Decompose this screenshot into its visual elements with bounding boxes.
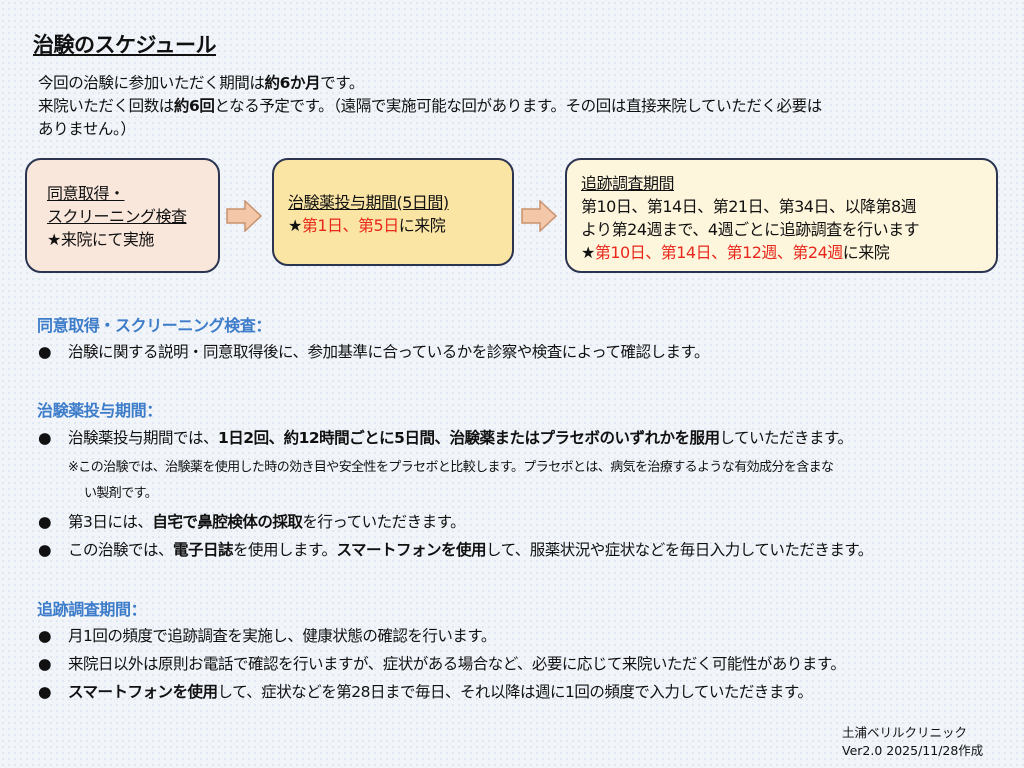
note-text: ※この治験では、治験薬を使用した時の効き目や安全性をプラセボと比較します。プラセ… bbox=[68, 456, 834, 475]
step-detail: 第10日、第14日、第21日、第34日、以降第8週 bbox=[581, 195, 996, 218]
text: この治験では、 bbox=[68, 541, 174, 559]
arrow-right-icon bbox=[226, 200, 262, 232]
bullet-item: ● 第3日には、自宅で鼻腔検体の採取を行っていただきます。 bbox=[38, 510, 466, 532]
highlight-text: 第1日、第5日 bbox=[301, 216, 399, 235]
bullet-icon: ● bbox=[38, 683, 52, 701]
bold-text: 約6か月 bbox=[264, 74, 321, 92]
text: 第3日には、 bbox=[68, 513, 153, 531]
text: より第24週まで、4週ごとに追跡調査を行います bbox=[581, 220, 920, 239]
bullet-item: ● 治験薬投与期間では、1日2回、約12時間ごとに5日間、治験薬またはプラセボのい… bbox=[38, 426, 853, 448]
text: して、服薬状況や症状などを毎日入力していただきます。 bbox=[486, 541, 873, 559]
text: となる予定です。（遠隔で実施可能な回があります。その回は直接来院していただく必要… bbox=[214, 97, 823, 115]
bullet-item: ● 治験に関する説明・同意取得後に、参加基準に合っているかを診察や検査によって確認… bbox=[38, 340, 709, 362]
highlight-text: 第10日、第14日、第12週、第24週 bbox=[594, 243, 843, 262]
bullet-icon: ● bbox=[38, 513, 52, 531]
text: ありません。） bbox=[38, 120, 136, 138]
text: していただきます。 bbox=[719, 429, 853, 447]
step-title: 同意取得・ bbox=[47, 184, 125, 203]
footer: 土浦ベリルクリニック Ver2.0 2025/11/28作成 bbox=[842, 724, 983, 760]
step-title: 追跡調査期間 bbox=[581, 174, 675, 193]
text: ★ bbox=[288, 216, 302, 235]
bullet-icon: ● bbox=[38, 655, 52, 673]
step-detail: ★来院にて実施 bbox=[47, 228, 218, 251]
step-title: 治験薬投与期間(5日間) bbox=[288, 193, 449, 212]
note-text: い製剤です。 bbox=[84, 482, 158, 501]
intro-line: 来院いただく回数は約6回となる予定です。（遠隔で実施可能な回があります。その回は… bbox=[38, 95, 988, 118]
bold-text: スマートフォンを使用 bbox=[336, 541, 487, 559]
bullet-icon: ● bbox=[38, 343, 52, 361]
bullet-icon: ● bbox=[38, 627, 52, 645]
section-heading: 同意取得・スクリーニング検査： bbox=[37, 316, 272, 335]
bullet-icon: ● bbox=[38, 541, 52, 559]
bold-text: 電子日誌 bbox=[173, 541, 234, 559]
bullet-item: ● スマートフォンを使用して、症状などを第28日まで毎日、それ以降は週に1回の頻度… bbox=[38, 680, 813, 702]
text: して、症状などを第28日まで毎日、それ以降は週に1回の頻度で入力していただきます… bbox=[217, 683, 813, 701]
bold-text: スマートフォンを使用 bbox=[68, 683, 218, 701]
step-consent-screening: 同意取得・スクリーニング検査 ★来院にて実施 bbox=[25, 158, 220, 273]
section-heading: 治験薬投与期間： bbox=[37, 401, 162, 420]
clinic-name: 土浦ベリルクリニック bbox=[842, 725, 968, 740]
text: 来院いただく回数は bbox=[38, 97, 174, 115]
text: 来院日以外は原則お電話で確認を行いますが、症状がある場合など、必要に応じて来院い… bbox=[68, 655, 846, 673]
bold-text: 1日2回、約12時間ごとに5日間、治験薬またはプラセボのいずれかを服用 bbox=[218, 429, 720, 447]
page-title: 治験のスケジュール bbox=[33, 33, 217, 57]
bullet-item: ● 来院日以外は原則お電話で確認を行いますが、症状がある場合など、必要に応じて来院… bbox=[38, 652, 846, 674]
bold-text: 約6回 bbox=[173, 97, 215, 115]
intro-line: 今回の治験に参加いただく期間は約6か月です。 bbox=[38, 72, 988, 95]
text: 第10日、第14日、第21日、第34日、以降第8週 bbox=[581, 197, 917, 216]
text: 今回の治験に参加いただく期間は bbox=[38, 74, 265, 92]
text: 治験に関する説明・同意取得後に、参加基準に合っているかを診察や検査によって確認し… bbox=[68, 343, 709, 361]
step-title: スクリーニング検査 bbox=[47, 207, 187, 226]
text: い製剤です。 bbox=[84, 486, 158, 501]
step-follow-up-period: 追跡調査期間第10日、第14日、第21日、第34日、以降第8週より第24週まで、… bbox=[565, 158, 998, 273]
version-info: Ver2.0 2025/11/28作成 bbox=[842, 743, 984, 758]
text: です。 bbox=[320, 74, 364, 92]
intro-line: ありません。） bbox=[38, 118, 988, 141]
text: に来院 bbox=[842, 243, 890, 262]
text: に来院 bbox=[398, 216, 446, 235]
intro-text: 今回の治験に参加いただく期間は約6か月です。来院いただく回数は約6回となる予定で… bbox=[38, 72, 988, 141]
bold-text: 自宅で鼻腔検体の採取 bbox=[152, 513, 303, 531]
text: ★来院にて実施 bbox=[47, 230, 154, 249]
bullet-item: ● この治験では、電子日誌を使用します。スマートフォンを使用して、服薬状況や症状な… bbox=[38, 538, 873, 560]
text: ★ bbox=[581, 243, 595, 262]
text: を使用します。 bbox=[233, 541, 337, 559]
text: を行っていただきます。 bbox=[302, 513, 466, 531]
text: 月1回の頻度で追跡調査を実施し、健康状態の確認を行います。 bbox=[68, 627, 496, 645]
bullet-item: ● 月1回の頻度で追跡調査を実施し、健康状態の確認を行います。 bbox=[38, 624, 496, 646]
text: ※この治験では、治験薬を使用した時の効き目や安全性をプラセボと比較します。プラセ… bbox=[68, 460, 834, 475]
text: 治験薬投与期間では、 bbox=[68, 429, 219, 447]
step-detail: より第24週まで、4週ごとに追跡調査を行います bbox=[581, 218, 996, 241]
step-detail: ★第1日、第5日に来院 bbox=[288, 214, 512, 237]
bullet-icon: ● bbox=[38, 429, 52, 447]
step-detail: ★第10日、第14日、第12週、第24週に来院 bbox=[581, 241, 996, 264]
section-heading: 追跡調査期間： bbox=[37, 600, 147, 619]
step-dosing-period: 治験薬投与期間(5日間) ★第1日、第5日に来院 bbox=[272, 158, 514, 266]
arrow-right-icon bbox=[521, 200, 557, 232]
